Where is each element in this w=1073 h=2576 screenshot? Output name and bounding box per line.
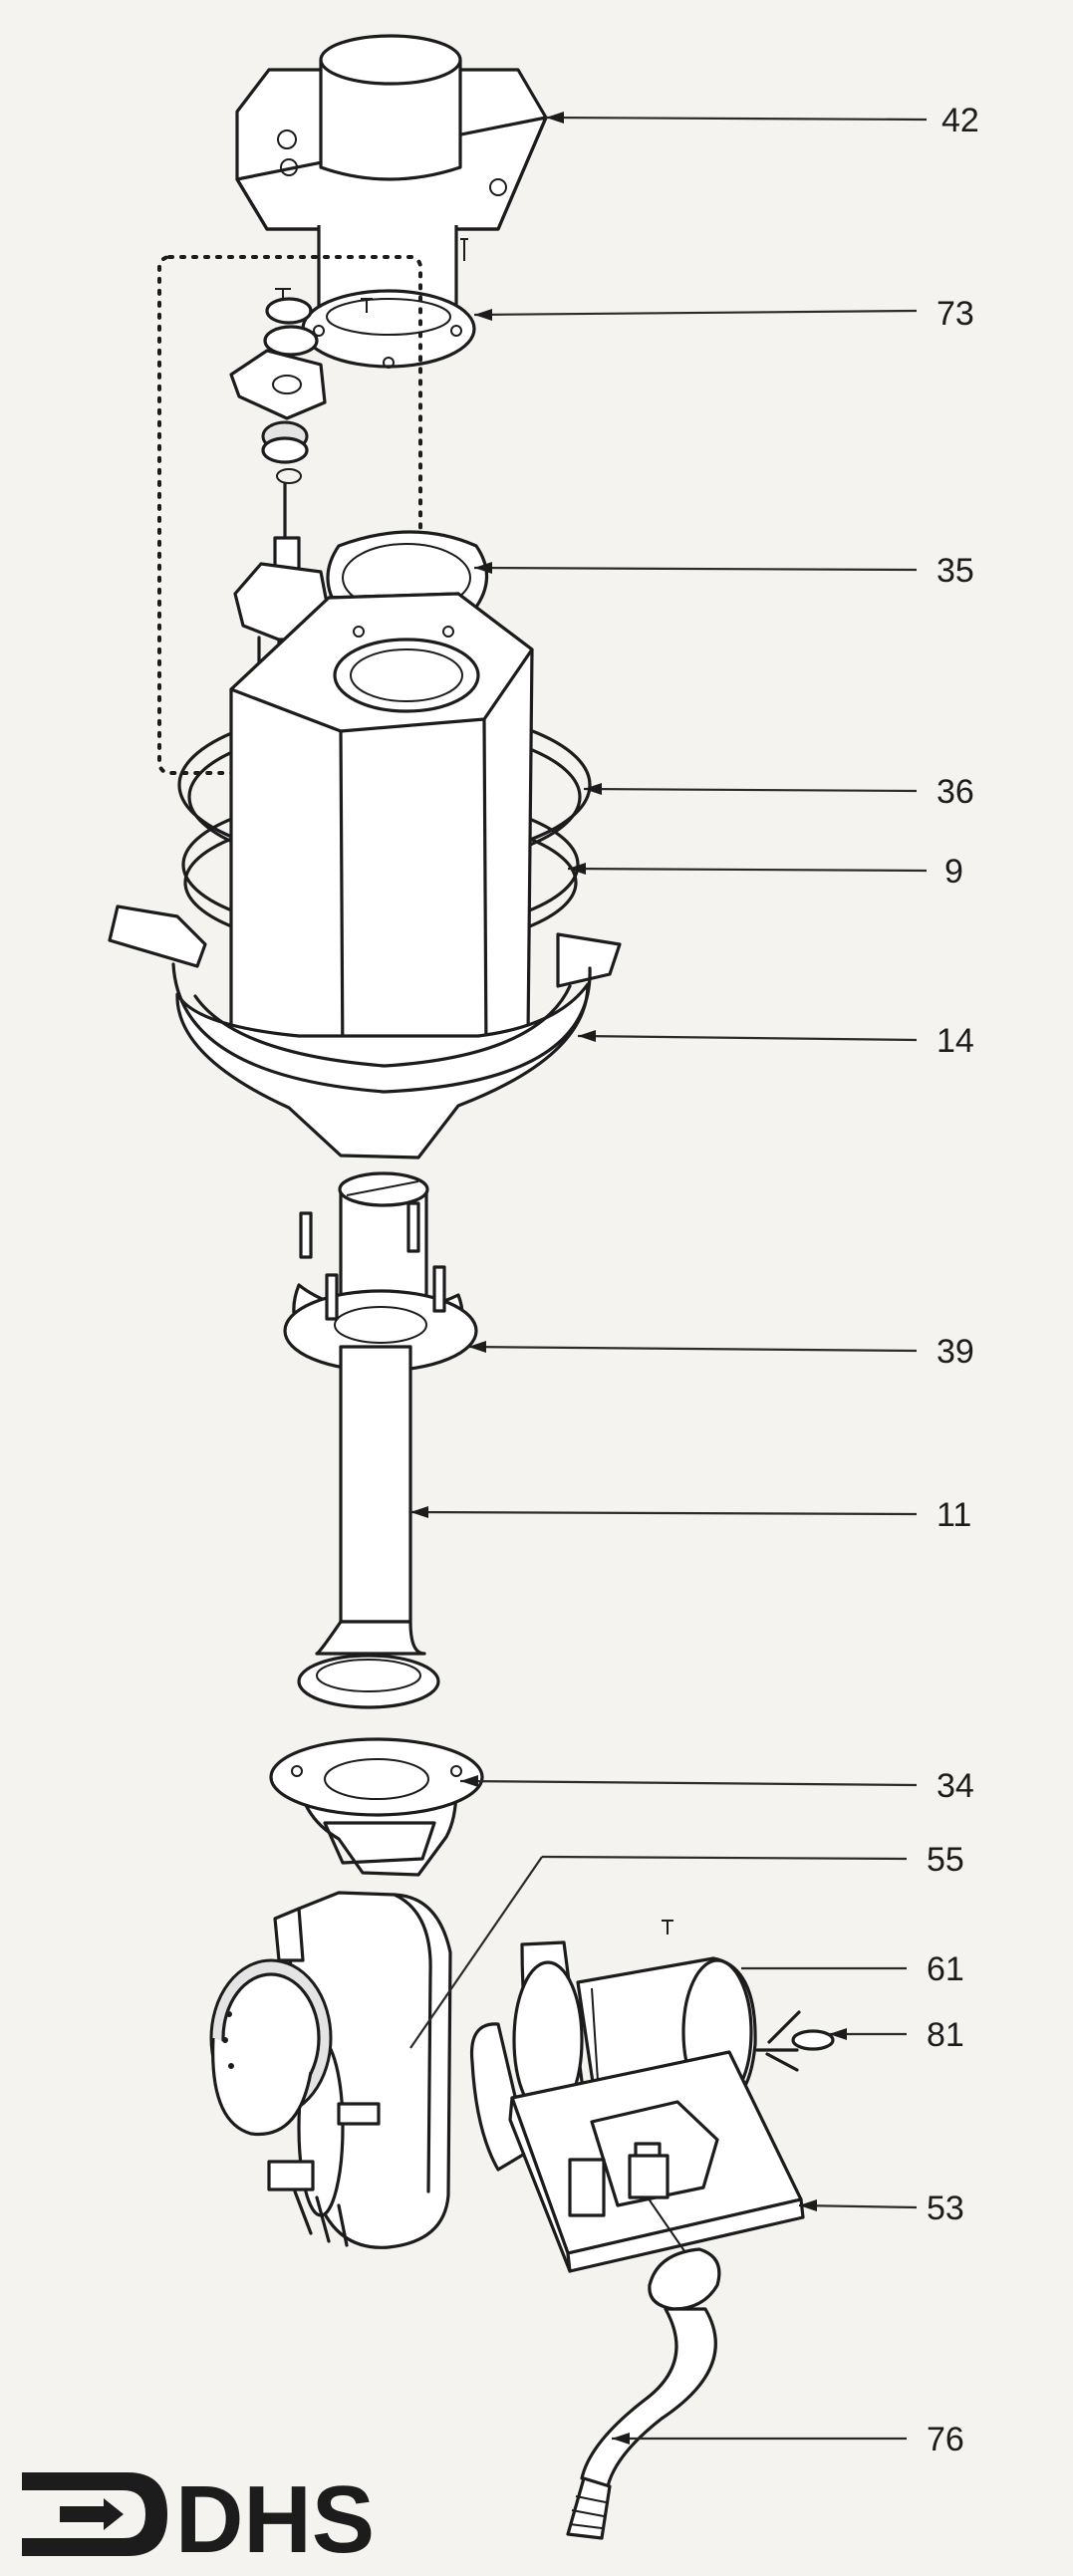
part-34-fan-adapter [269,1737,484,1877]
callout-14: 14 [937,1022,974,1060]
callout-35: 35 [937,552,974,590]
callout-42: 42 [941,102,979,139]
part-14-mounting-base [108,904,622,1159]
callout-76: 76 [927,2421,964,2458]
callout-61: 61 [927,1950,964,1988]
dhs-logo: DHS [22,2466,375,2573]
dhs-logo-mark [22,2472,167,2556]
part-42-exhaust-flange [235,34,548,231]
part-76-fuel-hose [566,2154,721,2540]
callout-73: 73 [937,295,974,333]
callout-81: 81 [927,2016,964,2054]
callout-36: 36 [937,773,974,811]
part-73-gasket [301,225,476,369]
leader-lines [409,112,928,2445]
dhs-logo-text: DHS [175,2466,375,2573]
part-39-tube-flange [283,1171,478,1373]
part-53-base-plate [508,2050,805,2273]
part-11-burner-tube [297,1345,440,1709]
callout-53: 53 [927,2190,964,2227]
part-61-motor [469,1920,757,2172]
callout-55: 55 [927,1841,964,1879]
part-81-washer [755,2010,835,2072]
callout-34: 34 [937,1767,974,1805]
part-55-blower-housing [209,1891,452,2249]
callout-39: 39 [937,1333,974,1371]
combustion-chamber [229,592,534,1070]
callout-9: 9 [944,853,963,891]
callout-11: 11 [937,1496,971,1534]
